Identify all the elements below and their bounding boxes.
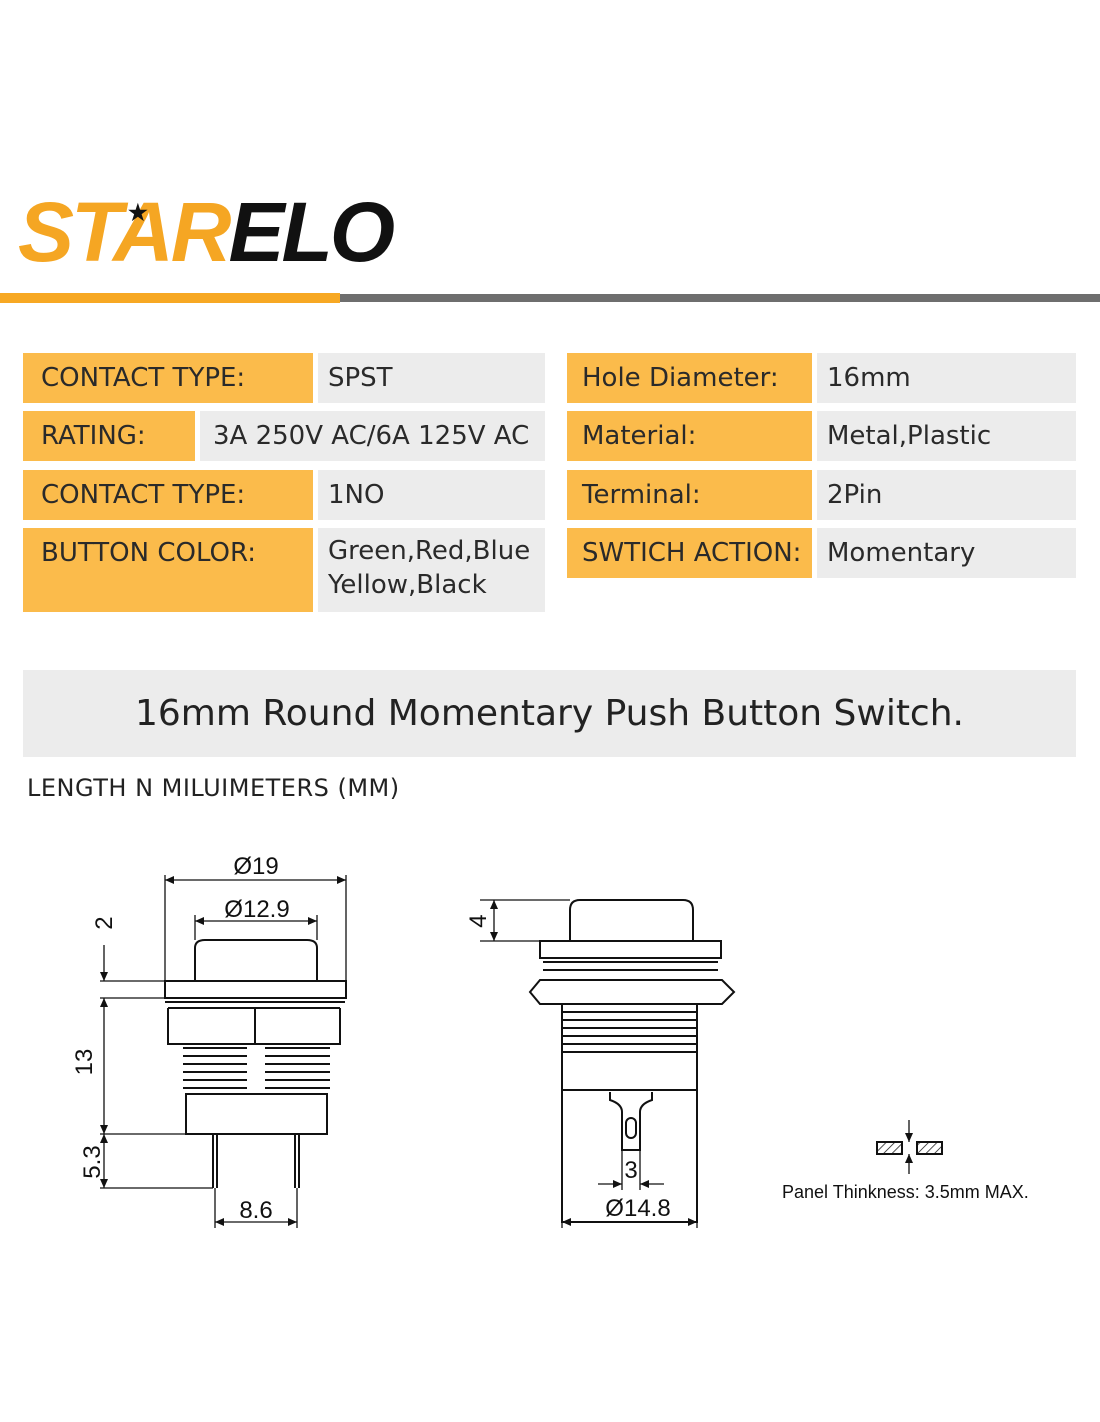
spec-value-hole-diameter: 16mm — [817, 353, 1076, 403]
logo-text-star: STAR — [18, 185, 231, 279]
side-view-nut — [528, 979, 736, 1005]
front-view-base — [185, 1093, 328, 1135]
side-view-washer — [543, 961, 718, 971]
dim-body-diameter: Ø14.8 — [605, 1195, 670, 1222]
front-view-flange — [164, 980, 347, 999]
spec-label-switch-action: SWTICH ACTION: — [567, 528, 812, 578]
panel-left-section — [876, 1141, 903, 1155]
panel-right-section — [916, 1141, 943, 1155]
side-view-cap — [569, 899, 694, 940]
spec-value-button-color-line2: Yellow,Black — [328, 570, 487, 600]
brand-logo: STARELO ★ — [18, 185, 395, 279]
side-view-threads — [561, 1004, 698, 1090]
panel-thickness-note: Panel Thinkness: 3.5mm MAX. — [782, 1182, 1029, 1202]
spec-label-contact-type-2: CONTACT TYPE: — [23, 470, 313, 520]
spec-value-button-color: Green,Red,Blue Yellow,Black — [318, 528, 545, 612]
dim-pin-length: 5.3 — [79, 1145, 106, 1178]
header-divider-accent — [0, 293, 340, 303]
product-title-banner: 16mm Round Momentary Push Button Switch. — [23, 670, 1076, 757]
spec-label-material: Material: — [567, 411, 812, 461]
units-note: LENGTH N MILUIMETERS (MM) — [27, 774, 400, 802]
spec-label-rating: RATING: — [23, 411, 195, 461]
side-view-flange — [539, 940, 722, 959]
spec-value-rating: 3A 250V AC/6A 125V AC — [200, 411, 545, 461]
dim-terminal-width: 3 — [624, 1157, 637, 1184]
spec-value-terminal: 2Pin — [817, 470, 1076, 520]
front-view-cap — [194, 939, 318, 981]
spec-value-contact-type-2: 1NO — [318, 470, 545, 520]
spec-label-terminal: Terminal: — [567, 470, 812, 520]
dim-pin-spacing: 8.6 — [239, 1197, 272, 1224]
dim-outer-diameter: Ø19 — [233, 853, 278, 880]
header-divider — [340, 294, 1100, 302]
spec-value-switch-action: Momentary — [817, 528, 1076, 578]
spec-value-contact-type: SPST — [318, 353, 545, 403]
dim-cap-height: 2 — [91, 916, 118, 929]
side-view-terminal — [609, 1092, 653, 1151]
dim-body-height: 13 — [71, 1049, 98, 1076]
logo-text-elo: ELO — [228, 185, 395, 279]
spec-value-button-color-line1: Green,Red,Blue — [328, 536, 531, 566]
product-title: 16mm Round Momentary Push Button Switch. — [135, 693, 964, 734]
dim-cap-diameter: Ø12.9 — [224, 896, 289, 923]
spec-label-button-color: BUTTON COLOR: — [23, 528, 313, 612]
dim-side-cap-height: 4 — [465, 914, 492, 927]
spec-label-contact-type: CONTACT TYPE: — [23, 353, 313, 403]
star-icon: ★ — [128, 200, 148, 225]
spec-label-hole-diameter: Hole Diameter: — [567, 353, 812, 403]
spec-value-material: Metal,Plastic — [817, 411, 1076, 461]
front-view-threads — [183, 1047, 330, 1089]
